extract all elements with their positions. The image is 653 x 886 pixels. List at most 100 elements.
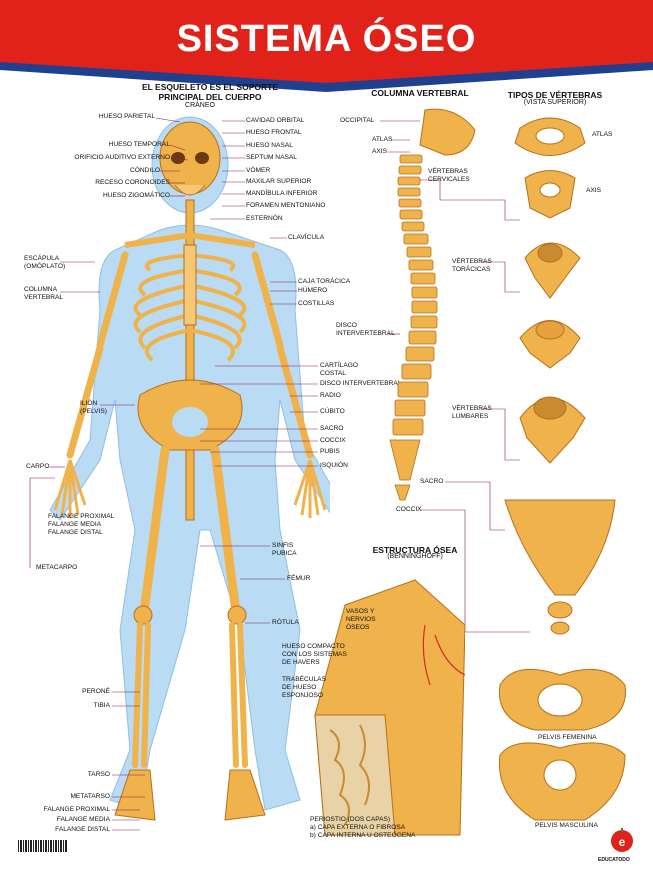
label-cubito: CÚBITO — [320, 408, 345, 415]
label-carpo: CARPO — [26, 463, 50, 470]
skeleton-heading-line1: EL ESQUELETO ES EL SOPORTE — [141, 82, 279, 92]
spine-figure — [389, 108, 476, 501]
label-esternon: ESTERNÓN — [246, 215, 283, 222]
label-cartilago: CARTÍLAGO — [320, 362, 358, 369]
label-hueso-parietal: HUESO PARIETAL — [98, 113, 155, 120]
label-hueso-compacto-1: HUESO COMPACTO — [282, 643, 345, 650]
label-coccix: COCCIX — [320, 437, 346, 444]
vertebrae-figures — [514, 117, 586, 464]
label-orificio-auditivo: ORIFICIO AUDITIVO EXTERNO — [74, 154, 170, 161]
label-vasos-2: NERVIOS — [346, 616, 376, 623]
label-spine-sacro: SACRO — [420, 478, 444, 485]
label-hueso-compacto-3: DE HAVERS — [282, 659, 320, 666]
label-perone: PERONÉ — [82, 688, 110, 695]
bone-structure-heading: ESTRUCTURA ÓSEA — [372, 545, 458, 555]
label-hueso-zigomatico: HUESO ZIGOMÁTICO — [102, 192, 170, 199]
label-humero: HÚMERO — [298, 287, 328, 294]
label-radio: RADIO — [320, 392, 341, 399]
label-capa-interna: b) CAPA INTERNA U OSTEÓGENA — [310, 832, 416, 839]
skeleton-heading: EL ESQUELETO ES EL SOPORTE PRINCIPAL DEL… — [110, 82, 310, 102]
label-maxilar-superior: MAXILAR SUPERIOR — [246, 178, 312, 185]
label-vasos-1: VASOS Y — [346, 608, 375, 615]
label-disco-1: DISCO — [336, 322, 357, 329]
skull-heading: CRÁNEO — [185, 102, 215, 109]
label-trabeculas-3: ESPONJOSO — [282, 692, 324, 699]
label-spine-atlas: ATLAS — [372, 136, 393, 143]
skeleton-heading-line2: PRINCIPAL DEL CUERPO — [158, 92, 262, 102]
svg-text:e: e — [619, 835, 626, 849]
label-falange-distal-pie: FALANGE DISTAL — [55, 826, 110, 833]
label-hueso-frontal: HUESO FRONTAL — [246, 129, 302, 136]
label-falange-proximal-mano: FALANGE PROXIMAL — [48, 513, 115, 520]
label-vasos-3: ÓSEOS — [346, 624, 370, 631]
page-title: SISTEMA ÓSEO — [176, 18, 477, 60]
label-metatarso: METATARSO — [70, 793, 110, 800]
label-escapula: ESCÁPULA — [24, 255, 60, 262]
label-pelvis: (PELVIS) — [80, 408, 107, 415]
label-omoplato: (OMÓPLATO) — [24, 263, 66, 270]
label-occipital: OCCIPITAL — [340, 117, 375, 124]
title-banner — [0, 0, 653, 92]
label-cavidad-orbital: CAVIDAD ORBITAL — [246, 117, 305, 124]
label-costal: COSTAL — [320, 370, 346, 377]
label-periostio: PERIOSTIO (DOS CAPAS) — [310, 816, 391, 823]
label-sinfis: SINFIS — [272, 542, 294, 549]
label-vertebras-lumbares-1: VÉRTEBRAS — [452, 405, 492, 412]
label-hueso-nasal: HUESO NASAL — [246, 142, 293, 149]
label-isquion: ISQUIÓN — [320, 462, 348, 469]
label-vertebral: VERTEBRAL — [24, 294, 64, 301]
spine-heading: COLUMNA VERTEBRAL — [371, 88, 469, 98]
label-vomer: VÓMER — [246, 167, 271, 174]
label-costillas: COSTILLAS — [298, 300, 335, 307]
label-trabeculas-2: DE HUESO — [282, 684, 317, 691]
label-falange-distal-mano: FALANGE DISTAL — [48, 529, 103, 536]
label-vertebras-cervicales-2: CERVICALES — [428, 176, 470, 183]
label-vert-atlas: ATLAS — [592, 131, 613, 138]
label-trabeculas-1: TRABÉCULAS — [282, 676, 326, 683]
label-receso-coronoides: RECESO CORONOIDES — [95, 179, 170, 186]
label-ilion: ILIÓN — [80, 400, 98, 407]
label-metacarpo: METACARPO — [36, 564, 78, 571]
label-condilo: CÓNDILO — [129, 167, 160, 174]
skeleton-figure — [49, 116, 330, 821]
label-falange-media-pie: FALANGE MEDIA — [56, 816, 110, 823]
label-disco-2: INTERVERTEBRAL — [336, 330, 395, 337]
label-septum-nasal: SEPTUM NASAL — [246, 154, 297, 161]
label-pelvis-femenina: PELVIS FEMENINA — [538, 734, 597, 741]
label-hueso-compacto-2: CON LOS SISTEMAS — [282, 651, 347, 658]
label-rotula: RÓTULA — [272, 619, 299, 626]
label-disco-intervertebral: DISCO INTERVERTEBRAL — [320, 380, 402, 387]
label-vertebras-toracicas-2: TORÁCICAS — [452, 266, 491, 273]
label-capa-externa: a) CAPA EXTERNA O FIBROSA — [310, 824, 406, 831]
bone-structure-subheading: (BENNINGHOFF) — [387, 553, 443, 560]
pelvis-figures — [498, 499, 626, 821]
label-spine-coccix: COCCIX — [396, 506, 422, 513]
label-clavicula: CLAVÍCULA — [288, 234, 325, 241]
label-tarso: TARSO — [87, 771, 110, 778]
label-foramen-mentoniano: FORAMEN MENTONIANO — [246, 202, 326, 209]
label-falange-media-mano: FALANGE MEDIA — [48, 521, 102, 528]
label-pelvis-masculina: PELVIS MASCULINA — [535, 822, 598, 829]
label-hueso-temporal: HUESO TEMPORAL — [108, 141, 170, 148]
label-spine-axis: AXIS — [372, 148, 388, 155]
label-pubis: PUBIS — [320, 448, 340, 455]
barcode — [18, 840, 68, 852]
label-vertebras-cervicales-1: VÉRTEBRAS — [428, 168, 468, 175]
label-mandibula-inferior: MANDÍBULA INFERIOR — [246, 190, 318, 197]
label-caja-toracica: CAJA TORÁCICA — [298, 278, 351, 285]
label-femur: FÉMUR — [287, 575, 311, 582]
label-pubica: PUBICA — [272, 550, 297, 557]
bone-structure-figure — [314, 579, 465, 836]
label-tibia: TIBIA — [93, 702, 111, 709]
label-vertebras-toracicas-1: VÉRTEBRAS — [452, 258, 492, 265]
label-falange-proximal-pie: FALANGE PROXIMAL — [43, 806, 110, 813]
logo-text: EDUCATODO — [598, 857, 630, 863]
vertebrae-heading: TIPOS DE VÉRTEBRAS — [507, 90, 603, 100]
label-sacro: SACRO — [320, 425, 344, 432]
vertebrae-subheading: (VISTA SUPERIOR) — [523, 99, 587, 106]
label-vert-axis: AXIS — [586, 187, 602, 194]
educatodo-logo-icon: e — [611, 828, 633, 852]
